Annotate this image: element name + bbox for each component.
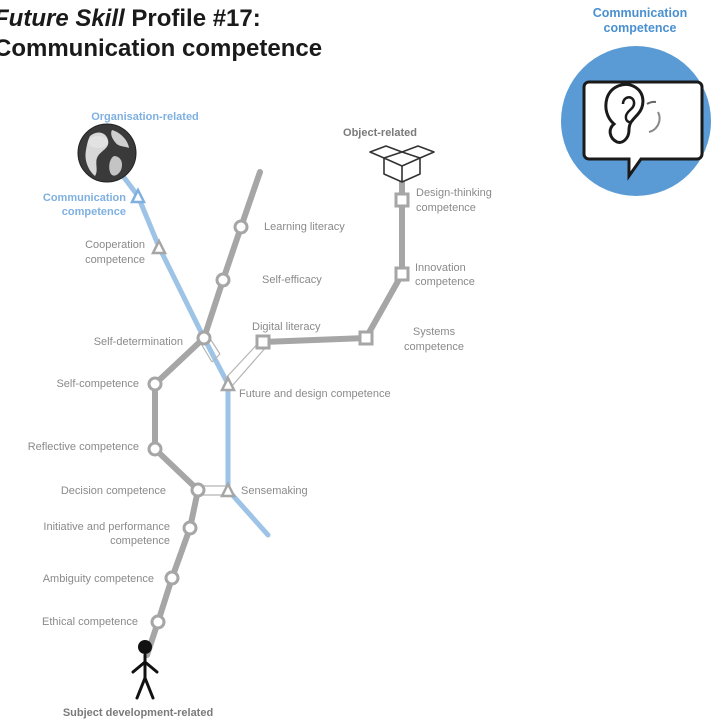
object-line (260, 175, 405, 345)
label-cooperation-2: competence (85, 254, 145, 266)
station-ambiguity (164, 570, 180, 586)
label-decision: Decision competence (61, 485, 166, 497)
ear-speech-bubble-icon (582, 80, 704, 181)
title-line1-rest: Profile #17: (124, 5, 261, 32)
station-self-competence (147, 376, 163, 392)
label-ethical: Ethical competence (42, 616, 138, 628)
station-decision (190, 482, 206, 498)
station-systems (358, 330, 374, 346)
station-design-thinking (394, 192, 410, 208)
station-sensemaking (219, 481, 237, 498)
label-initiative-1: Initiative and performance (43, 521, 170, 533)
label-cooperation-1: Cooperation (85, 239, 145, 251)
label-digital-literacy: Digital literacy (252, 321, 321, 333)
profile-badge-label: Communication competence (565, 6, 715, 36)
badge-label-line2: competence (603, 21, 677, 35)
badge-label-line1: Communication (592, 6, 688, 20)
category-subject: Subject development-related (63, 707, 213, 719)
label-self-determination: Self-determination (94, 336, 183, 348)
station-communication (129, 187, 147, 204)
label-communication-2: competence (62, 206, 126, 218)
page-title: Future Skill Profile #17: Communication … (0, 4, 322, 64)
station-digital-literacy (255, 334, 271, 350)
label-design-thinking-2: competence (416, 202, 476, 214)
label-communication-1: Communication (43, 192, 126, 204)
subject-line-upper (144, 169, 263, 658)
title-italic: Future Skill (0, 5, 125, 32)
label-innovation-2: competence (415, 276, 475, 288)
label-design-thinking-1: Design-thinking (416, 187, 492, 199)
title-line2: Communication competence (0, 35, 323, 62)
category-organisation: Organisation-related (91, 111, 199, 123)
station-cooperation (150, 238, 168, 255)
label-innovation-1: Innovation (415, 262, 466, 274)
label-sensemaking: Sensemaking (241, 485, 308, 497)
label-future-design: Future and design competence (239, 388, 391, 400)
station-future-design (219, 375, 237, 392)
label-self-efficacy: Self-efficacy (262, 274, 322, 286)
profile-badge (561, 46, 711, 196)
globe-icon (77, 123, 137, 183)
station-ethical (150, 614, 166, 630)
open-box-icon (369, 145, 435, 183)
category-object: Object-related (343, 127, 417, 139)
station-reflective (147, 441, 163, 457)
label-initiative-2: competence (110, 535, 170, 547)
station-self-determination (196, 330, 212, 346)
label-reflective: Reflective competence (28, 441, 139, 453)
station-initiative (182, 520, 198, 536)
label-ambiguity: Ambiguity competence (43, 573, 154, 585)
station-learning-literacy (233, 219, 249, 235)
station-self-efficacy (215, 272, 231, 288)
label-self-competence: Self-competence (56, 378, 139, 390)
station-innovation (394, 266, 410, 282)
person-icon (131, 640, 159, 700)
label-systems-1: Systems (413, 326, 456, 338)
transfer-connectors (198, 336, 268, 496)
label-learning-literacy: Learning literacy (264, 221, 345, 233)
label-systems-2: competence (404, 341, 464, 353)
